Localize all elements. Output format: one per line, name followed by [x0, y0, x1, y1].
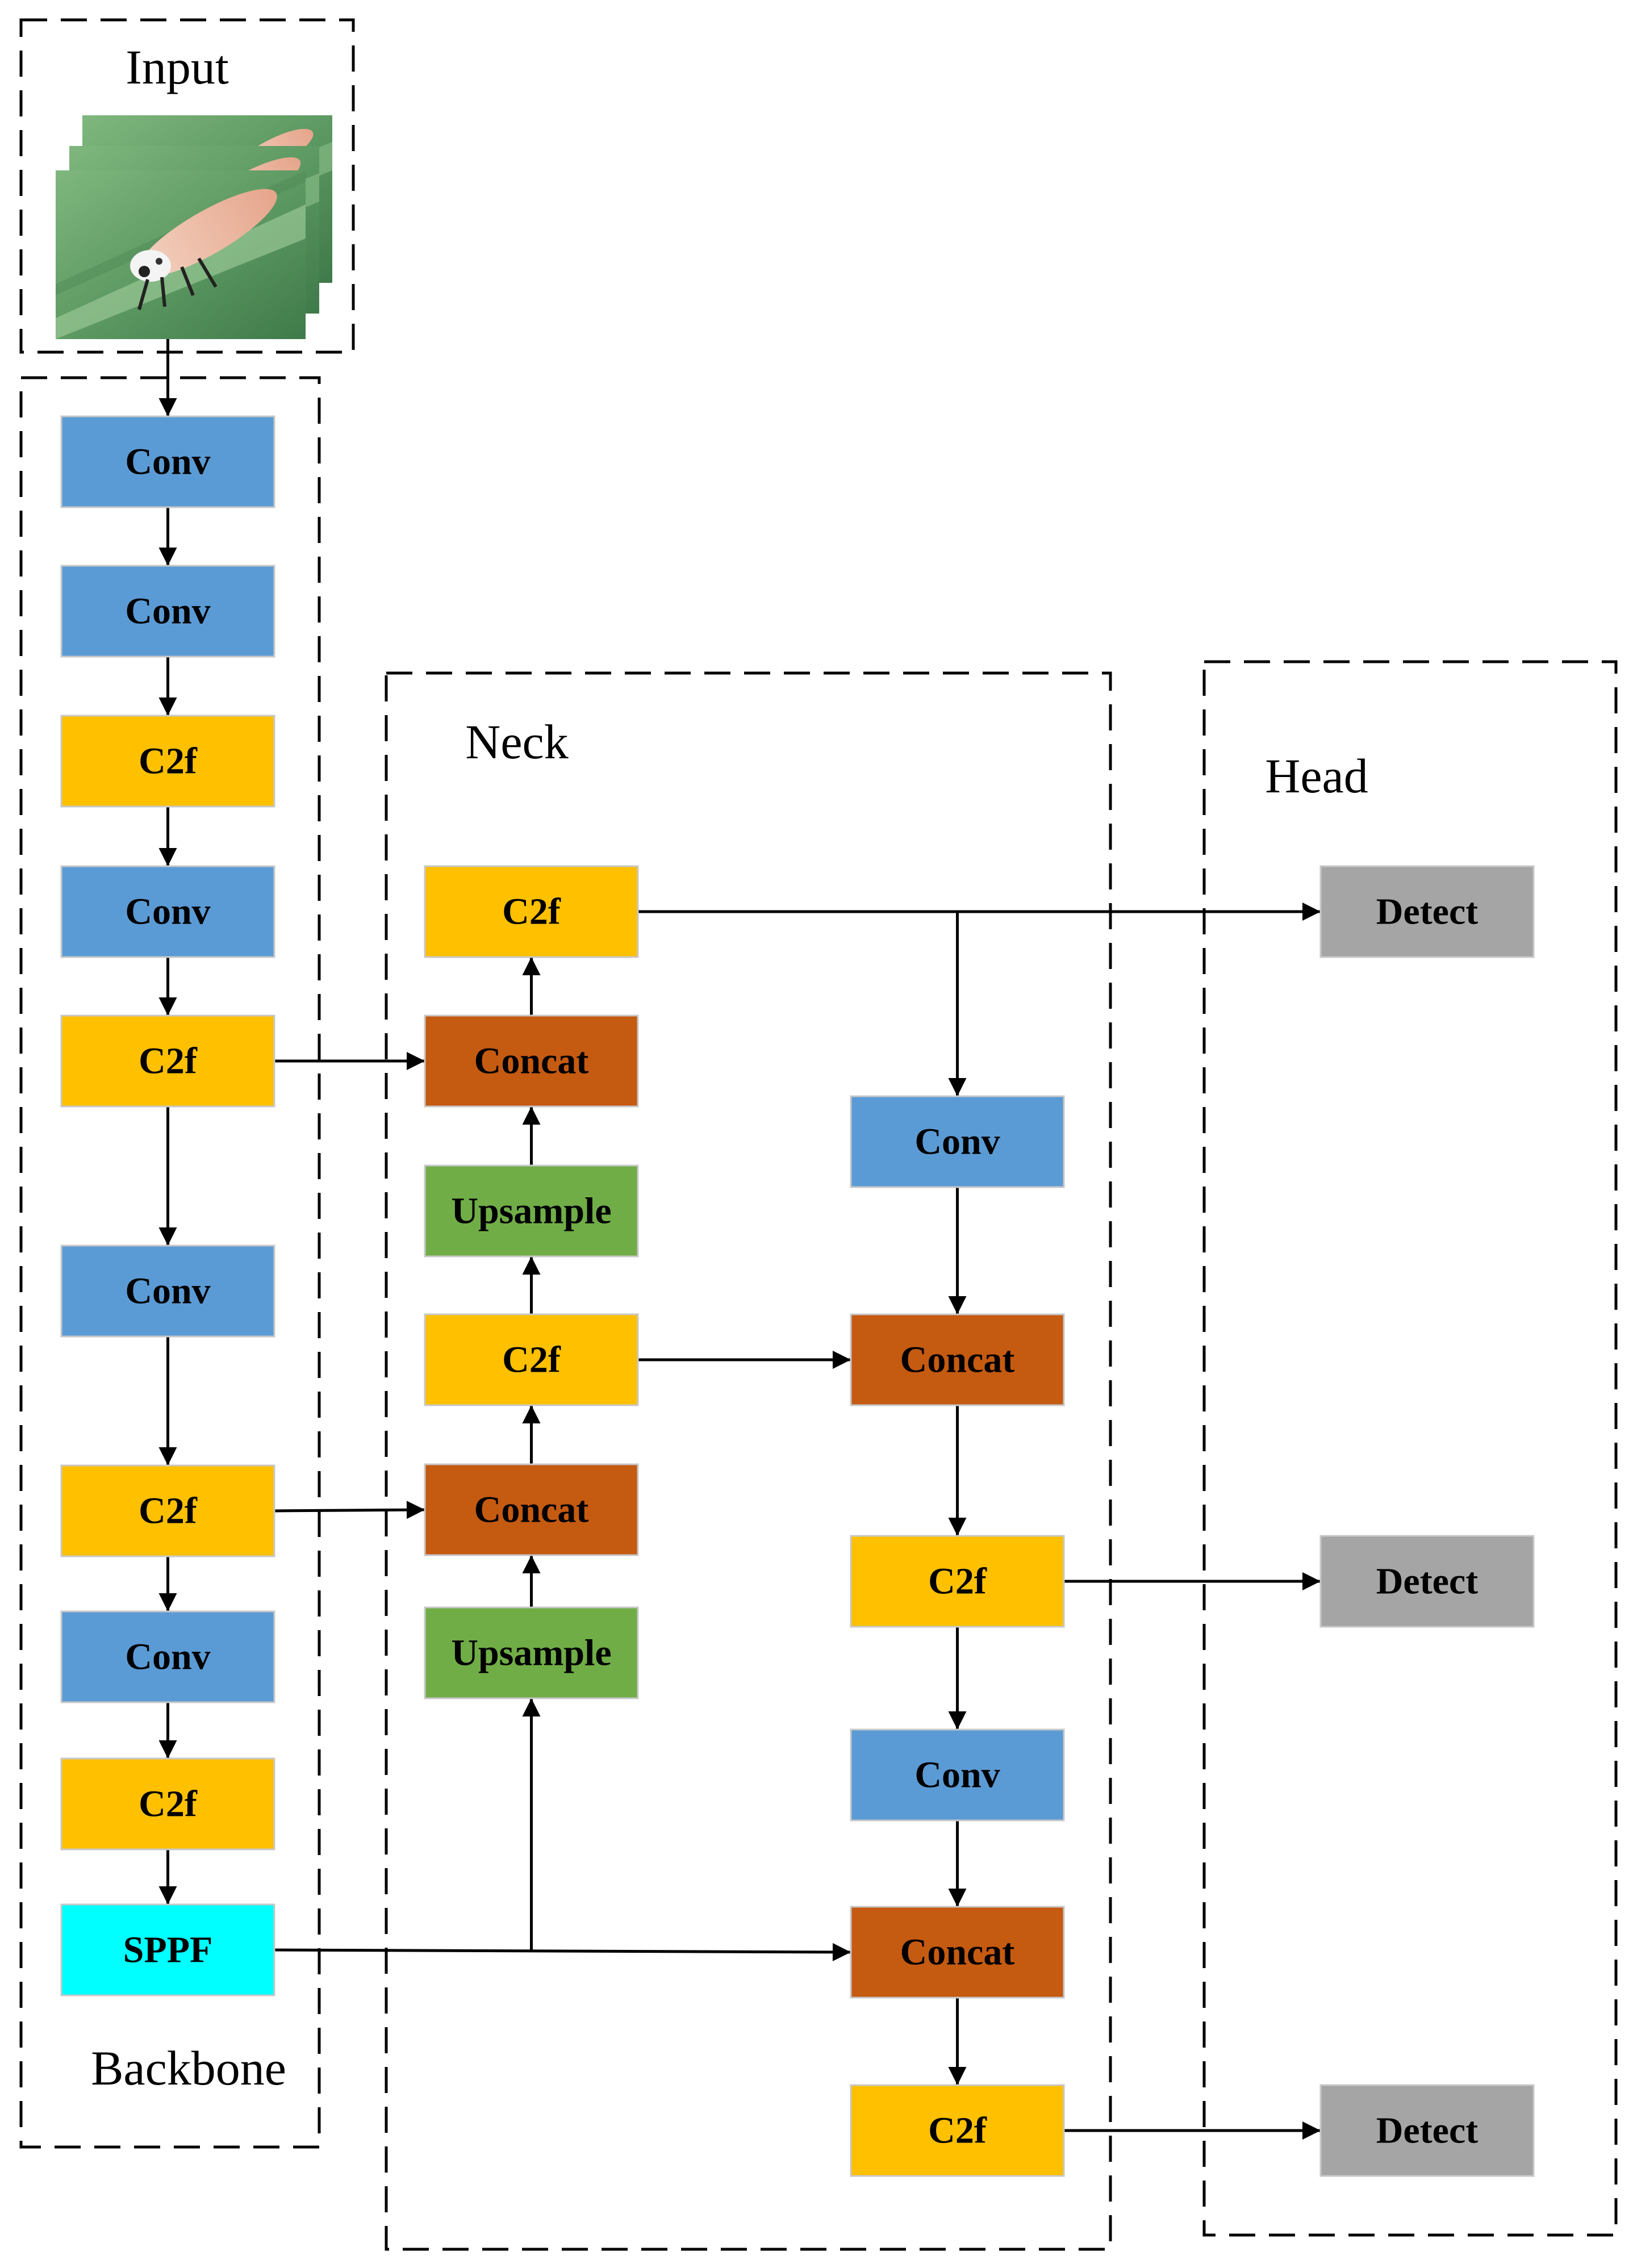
node-label-b9: C2f: [139, 1784, 198, 1825]
node-box-b8: [60, 1610, 275, 1703]
node-box-n3: [424, 1164, 639, 1258]
node-conv-r4: Conv: [850, 1728, 1065, 1822]
node-c2f-b3: C2f: [60, 715, 275, 808]
edge-b10-r5: [274, 1943, 851, 1961]
node-label-b10: SPPF: [123, 1929, 213, 1971]
node-detect-h1: Detect: [1319, 865, 1535, 958]
node-detect-h2: Detect: [1319, 1535, 1535, 1628]
node-label-b5: C2f: [139, 1041, 198, 1082]
node-label-r3: C2f: [928, 1561, 987, 1602]
node-box-r6: [850, 2084, 1065, 2177]
node-label-r6: C2f: [928, 2110, 987, 2152]
node-label-n6: Upsample: [451, 1632, 611, 1674]
node-label-b7: C2f: [139, 1490, 198, 1532]
node-conv-b1: Conv: [60, 415, 275, 508]
input-image-front: [56, 170, 306, 339]
node-c2f-b5: C2f: [60, 1014, 275, 1108]
node-upsample-n6: Upsample: [424, 1606, 639, 1699]
node-box-b1: [60, 415, 275, 508]
node-box-r5: [850, 1906, 1065, 1999]
node-box-n4: [424, 1313, 639, 1406]
node-box-b6: [60, 1244, 275, 1338]
neck-label: Neck: [465, 715, 568, 769]
node-concat-r5: Concat: [850, 1906, 1065, 1999]
node-label-n2: Concat: [474, 1041, 589, 1082]
node-box-b4: [60, 865, 275, 958]
node-c2f-b7: C2f: [60, 1464, 275, 1557]
node-label-h2: Detect: [1376, 1561, 1479, 1602]
node-label-r1: Conv: [914, 1121, 1000, 1163]
node-label-r4: Conv: [914, 1755, 1000, 1796]
node-label-b6: Conv: [125, 1271, 210, 1312]
node-box-r1: [850, 1095, 1065, 1188]
head-group-box: [1202, 660, 1618, 2237]
node-box-h2: [1319, 1535, 1535, 1628]
node-label-n5: Concat: [474, 1489, 589, 1531]
node-box-n6: [424, 1606, 639, 1699]
input-image-stack: [56, 115, 332, 339]
node-box-b10: [60, 1903, 275, 1996]
node-conv-b4: Conv: [60, 865, 275, 958]
node-box-b3: [60, 715, 275, 808]
edge-b7-n5: [274, 1501, 425, 1519]
node-box-r4: [850, 1728, 1065, 1822]
node-label-r2: Concat: [900, 1339, 1015, 1381]
backbone-label: Backbone: [91, 2041, 286, 2095]
node-label-h3: Detect: [1376, 2110, 1479, 2152]
node-box-n5: [424, 1463, 639, 1556]
node-conv-b2: Conv: [60, 565, 275, 658]
node-label-n1: C2f: [502, 891, 561, 933]
node-label-r5: Concat: [900, 1932, 1015, 1973]
node-c2f-n1: C2f: [424, 865, 639, 958]
node-label-b1: Conv: [125, 441, 210, 483]
node-conv-r1: Conv: [850, 1095, 1065, 1188]
node-box-b2: [60, 565, 275, 658]
node-conv-b6: Conv: [60, 1244, 275, 1338]
node-box-h1: [1319, 865, 1535, 958]
node-conv-b8: Conv: [60, 1610, 275, 1703]
node-c2f-n4: C2f: [424, 1313, 639, 1406]
node-label-h1: Detect: [1376, 891, 1479, 933]
input-group-box: [19, 18, 355, 354]
node-label-b4: Conv: [125, 891, 210, 933]
node-upsample-n3: Upsample: [424, 1164, 639, 1258]
node-concat-n2: Concat: [424, 1014, 639, 1108]
node-box-h3: [1319, 2084, 1535, 2177]
node-c2f-r3: C2f: [850, 1535, 1065, 1628]
node-label-n4: C2f: [502, 1339, 561, 1381]
neck-group-box: [385, 671, 1112, 2251]
node-concat-n5: Concat: [424, 1463, 639, 1556]
nodes-layer: ConvConvC2fConvC2fConvC2fConvC2fSPPFC2fC…: [60, 415, 1535, 2177]
node-box-r2: [850, 1313, 1065, 1406]
node-box-b9: [60, 1757, 275, 1851]
node-box-r3: [850, 1535, 1065, 1628]
node-sppf-b10: SPPF: [60, 1903, 275, 1996]
node-c2f-b9: C2f: [60, 1757, 275, 1851]
edges-layer: [158, 339, 1321, 2140]
node-label-b3: C2f: [139, 741, 198, 782]
node-box-n2: [424, 1014, 639, 1108]
node-label-b8: Conv: [125, 1636, 210, 1678]
node-box-b7: [60, 1464, 275, 1557]
node-c2f-r6: C2f: [850, 2084, 1065, 2177]
node-label-b2: Conv: [125, 591, 210, 632]
node-concat-r2: Concat: [850, 1313, 1065, 1406]
node-box-b5: [60, 1014, 275, 1108]
input-label: Input: [126, 40, 229, 94]
node-detect-h3: Detect: [1319, 2084, 1535, 2177]
node-label-n3: Upsample: [451, 1191, 611, 1232]
node-box-n1: [424, 865, 639, 958]
head-label: Head: [1265, 749, 1368, 803]
